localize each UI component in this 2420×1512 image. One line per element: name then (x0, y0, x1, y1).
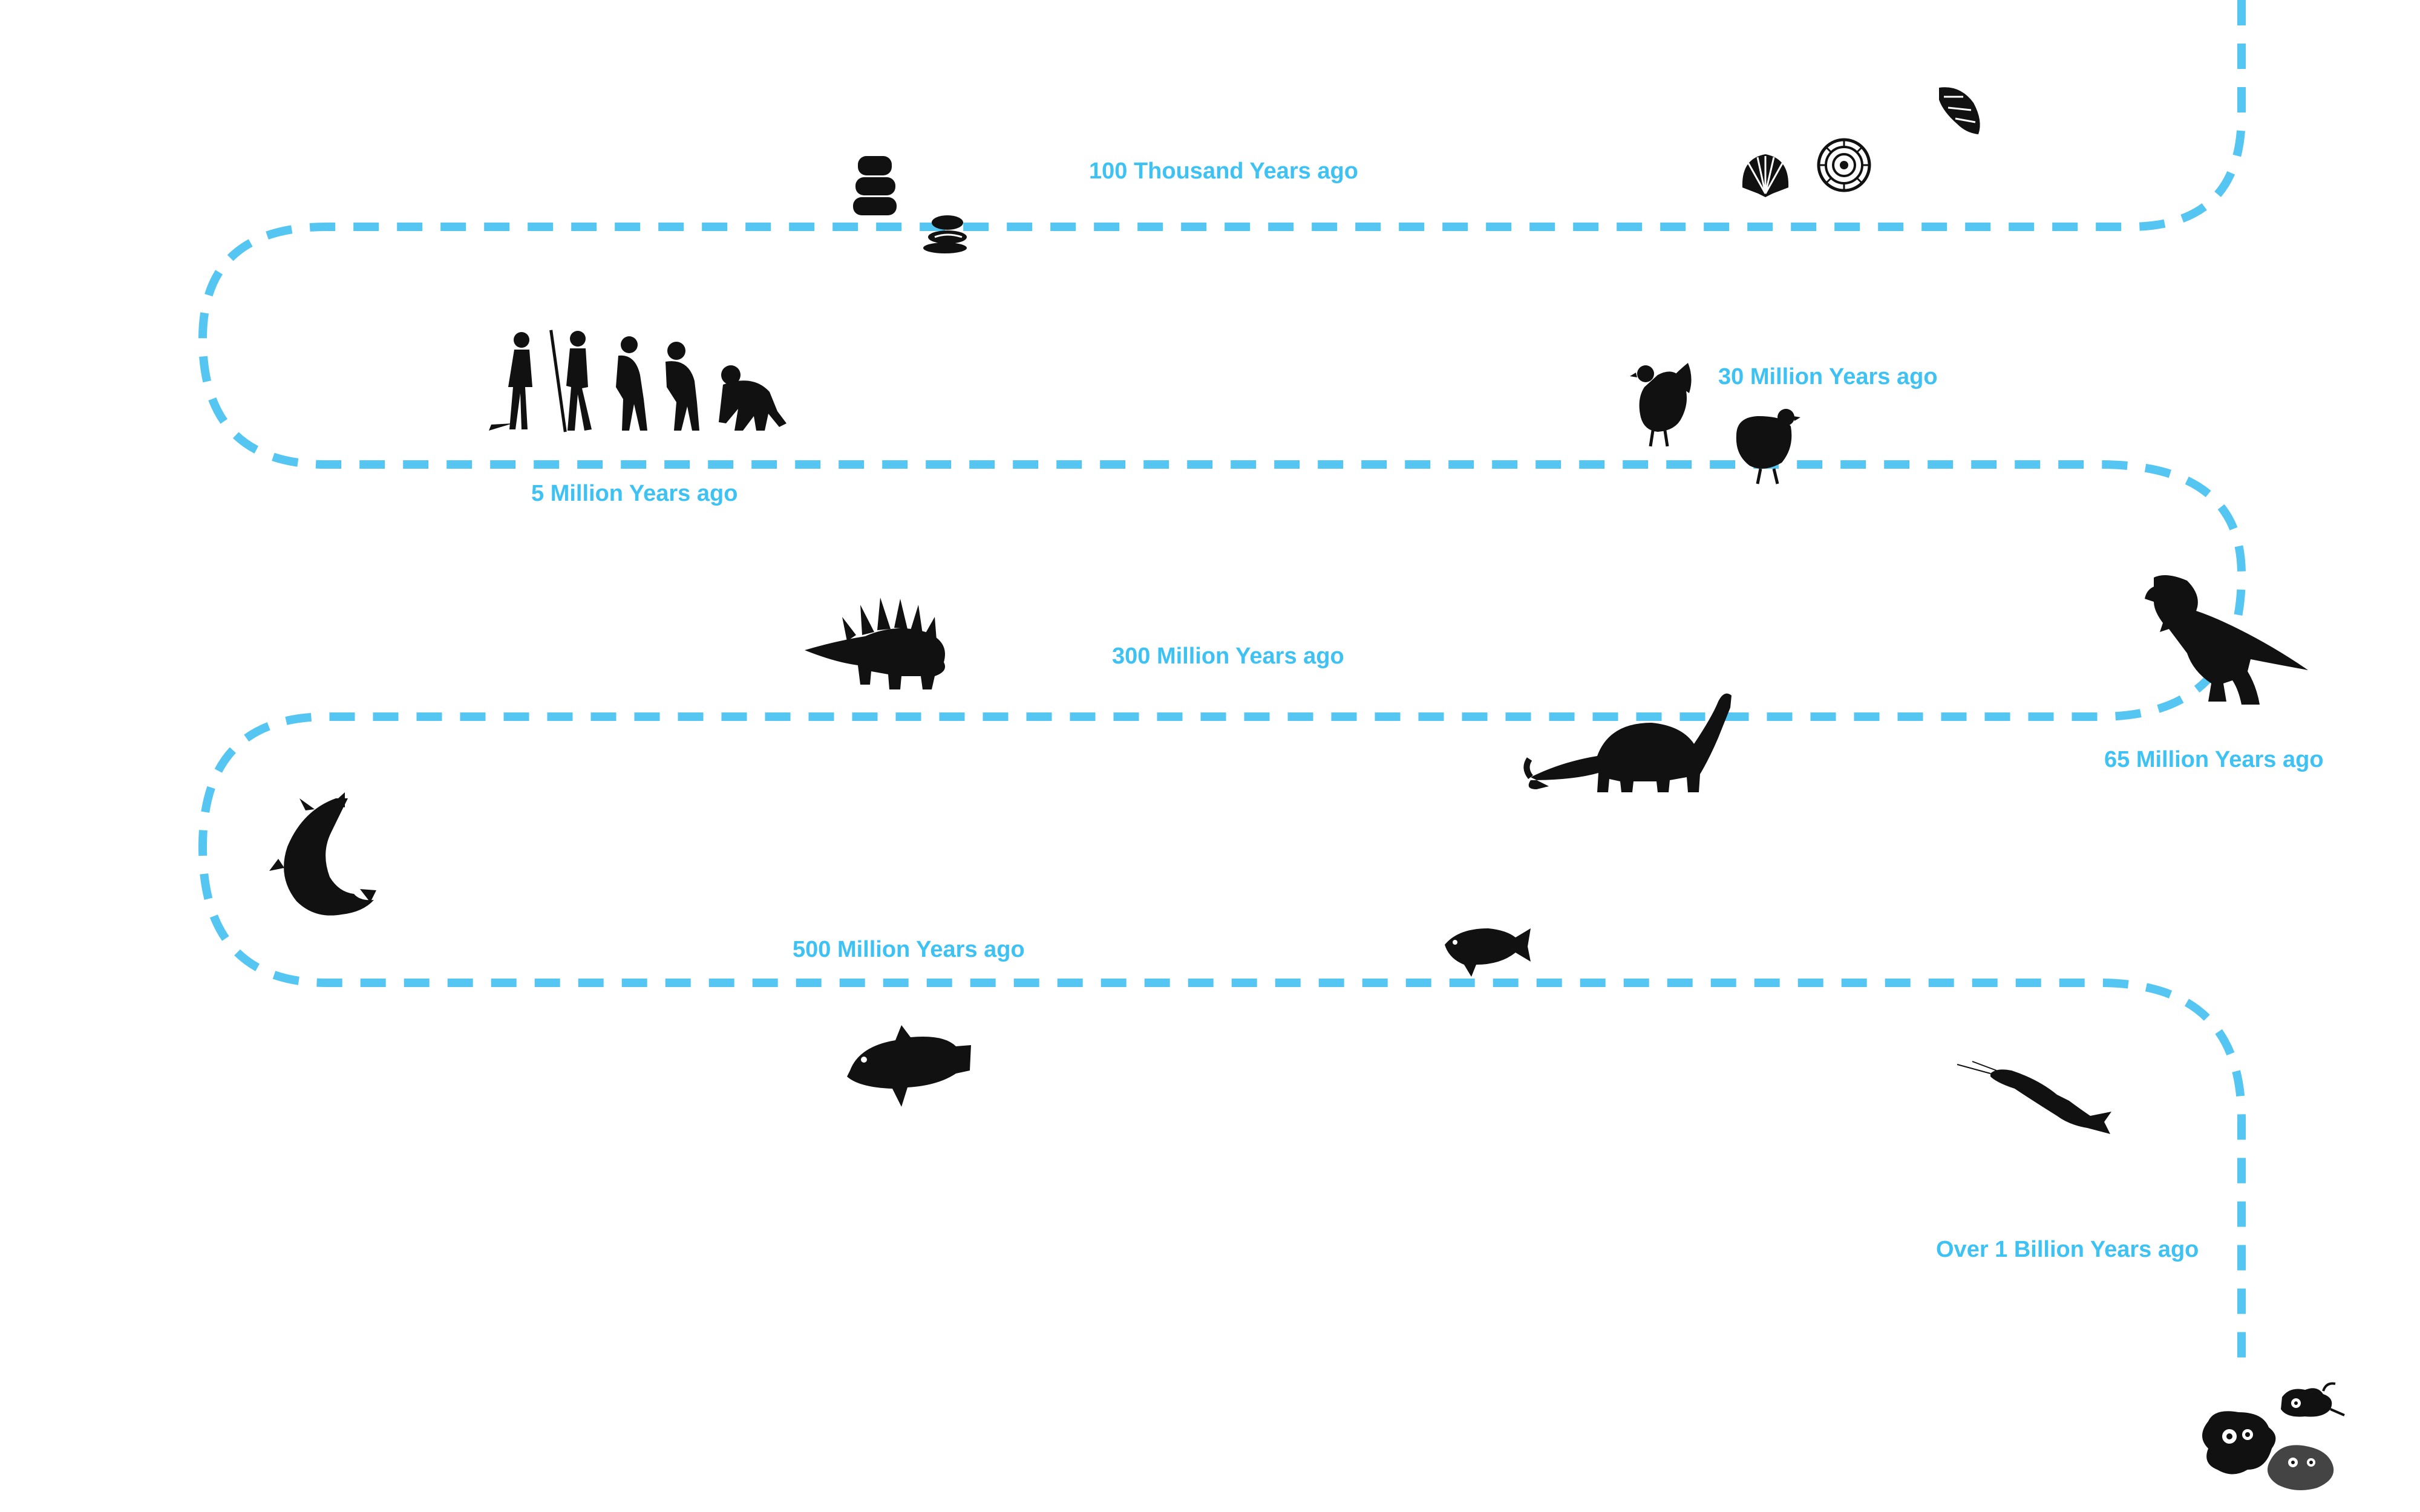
label-500-million: 500 Million Years ago (793, 937, 1025, 962)
rooster-icon (1630, 363, 1692, 447)
label-65-million: 65 Million Years ago (2104, 747, 2324, 772)
catfish-icon (1957, 1061, 2111, 1134)
stacked-stones-icon (853, 156, 897, 215)
label-5-million: 5 Million Years ago (531, 481, 737, 506)
label-30-million: 30 Million Years ago (1718, 364, 1938, 389)
label-over-1-billion: Over 1 Billion Years ago (1936, 1237, 2199, 1262)
hen-icon (1736, 409, 1800, 484)
stegosaurus-icon (805, 598, 946, 689)
microbe-cells-icon (2202, 1382, 2345, 1490)
pebble-stack-icon (923, 215, 967, 253)
label-300-million: 300 Million Years ago (1112, 644, 1344, 669)
human-evolution-icon (489, 330, 786, 432)
grouper-fish-icon (847, 1025, 971, 1107)
perch-fish-icon (1445, 928, 1531, 977)
scallop-shell-icon (1742, 154, 1789, 197)
conch-shell-icon (1939, 87, 1980, 134)
label-100-thousand: 100 Thousand Years ago (1089, 158, 1358, 184)
timeline-path (198, 0, 2246, 1373)
ammonite-icon (1817, 138, 1871, 192)
t-rex-icon (2145, 575, 2308, 705)
coelacanth-icon (269, 792, 376, 916)
brontosaurus-icon (1523, 693, 1732, 792)
